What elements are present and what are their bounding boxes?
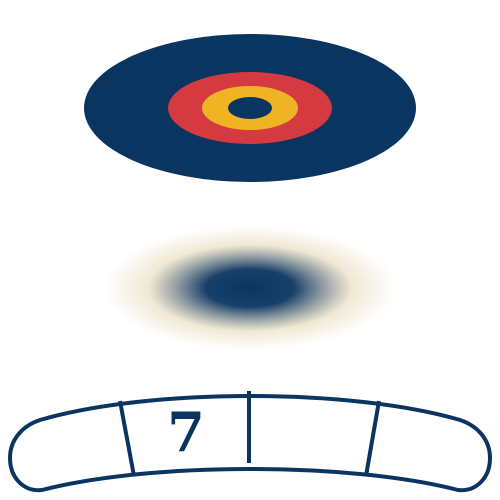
tray-divider-1 [118,400,136,477]
target-bullseye [228,97,272,119]
slot-2-value: 7 [167,400,205,464]
shadow-blob [104,226,396,350]
tray-divider-3 [364,400,381,477]
tray-slot-3[interactable] [253,396,371,460]
slot-tray: 7 [8,391,492,493]
target-disc[interactable] [84,34,416,182]
tray-slot-1[interactable] [30,412,118,470]
tray-slot-4[interactable] [380,410,476,472]
